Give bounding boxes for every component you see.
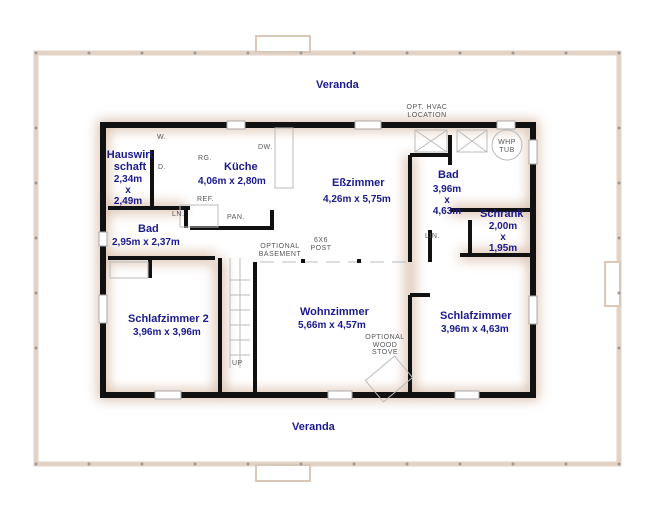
master-bath-dim2: 4,63m — [432, 206, 462, 217]
post-dot — [140, 51, 144, 55]
bedroom2-dim: 3,96m x 3,96m — [133, 327, 201, 338]
closet-dim2: 1,95m — [488, 243, 518, 254]
post-dot — [34, 126, 38, 130]
post-dot — [34, 236, 38, 240]
closet-x: x — [500, 232, 506, 243]
post-marker — [357, 259, 361, 263]
post-dot — [352, 462, 356, 466]
fixtures — [109, 127, 523, 403]
post-dot — [299, 462, 303, 466]
master-bath-dim1: 3,96m — [432, 184, 462, 195]
post-dot — [617, 236, 621, 240]
post-dot — [617, 462, 621, 466]
step-right — [604, 261, 621, 307]
bath-left-dim: 2,95m x 2,37m — [112, 237, 180, 248]
post-dot — [617, 126, 621, 130]
post-dot — [193, 462, 197, 466]
linen-master-label: LIN. — [425, 233, 440, 240]
post-dot — [564, 462, 568, 466]
utility-room-dim2: 2,49m — [113, 196, 143, 207]
post-dot — [299, 51, 303, 55]
living-dim: 5,66m x 4,57m — [298, 320, 366, 331]
basement-note: OPTIONAL BASEMENT — [258, 243, 302, 258]
veranda-top-label: Veranda — [316, 79, 359, 91]
step-bottom — [255, 464, 311, 482]
range-label: RG. — [198, 155, 212, 162]
post-dot — [34, 291, 38, 295]
post-dot — [34, 51, 38, 55]
post-dot — [246, 51, 250, 55]
post-dot — [246, 462, 250, 466]
bedroom-name: Schlafzimmer — [440, 310, 512, 322]
post-marker — [301, 259, 305, 263]
post-dot — [617, 51, 621, 55]
utility-room-x: x — [125, 185, 131, 196]
step-top — [255, 35, 311, 53]
closet-dim1: 2,00m — [488, 221, 518, 232]
post-dot — [193, 51, 197, 55]
post-dot — [140, 462, 144, 466]
post-note: 6X6 POST — [310, 237, 332, 252]
fridge-label: REF. — [197, 196, 215, 203]
master-bath-name: Bad — [438, 169, 459, 181]
post-dot — [405, 51, 409, 55]
wood-stove-note: OPTIONAL WOOD STOVE — [365, 334, 405, 357]
post-dot — [617, 346, 621, 350]
linen-left-label: LN. — [172, 211, 185, 218]
post-dot — [511, 51, 515, 55]
post-dot — [405, 462, 409, 466]
post-dot — [617, 291, 621, 295]
hvac-note: OPT. HVAC LOCATION — [406, 104, 448, 119]
post-dot — [511, 462, 515, 466]
closet-name: Schrank — [480, 208, 524, 220]
post-dot — [34, 181, 38, 185]
veranda-outline — [33, 50, 622, 467]
post-dot — [617, 181, 621, 185]
post-dot — [87, 51, 91, 55]
kitchen-name: Küche — [224, 161, 258, 173]
whp-tub-label: WHP TUB — [498, 139, 516, 154]
utility-room-name: Hauswirt schaft — [106, 149, 154, 173]
washer-label: W. — [157, 134, 167, 141]
windows — [98, 120, 538, 400]
veranda-posts — [34, 51, 621, 466]
living-name: Wohnzimmer — [300, 306, 369, 318]
post-dot — [458, 462, 462, 466]
utility-room-dim1: 2,34m — [113, 174, 143, 185]
stairs-up-label: UP — [232, 360, 243, 367]
post-dot — [87, 462, 91, 466]
post-dot — [34, 346, 38, 350]
bedroom2-name: Schlafzimmer 2 — [128, 313, 209, 325]
dryer-label: D. — [158, 164, 166, 171]
dining-name: Eßzimmer — [332, 177, 385, 189]
post-dot — [458, 51, 462, 55]
veranda-bottom-label: Veranda — [292, 421, 335, 433]
post-dot — [34, 462, 38, 466]
dishwasher-label: DW. — [258, 144, 273, 151]
master-bath-x: x — [444, 195, 450, 206]
bath-left-name: Bad — [138, 223, 159, 235]
post-dot — [564, 51, 568, 55]
pantry-label: PAN. — [227, 214, 245, 221]
walls — [100, 122, 536, 398]
kitchen-dim: 4,06m x 2,80m — [198, 176, 266, 187]
bedroom-dim: 3,96m x 4,63m — [441, 324, 509, 335]
dining-dim: 4,26m x 5,75m — [323, 194, 391, 205]
post-dot — [352, 51, 356, 55]
